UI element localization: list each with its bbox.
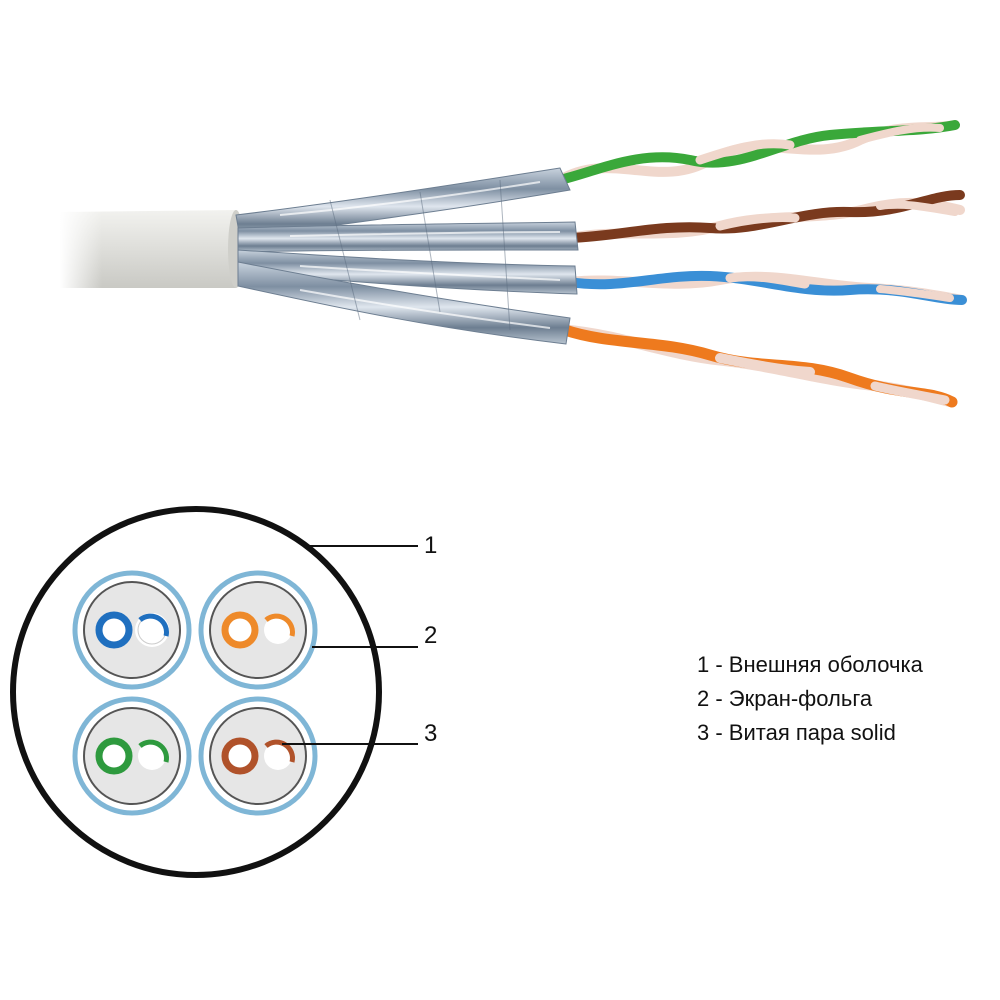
twisted-pair-blue: [565, 270, 967, 305]
legend-item-jacket: 1 - Внешняя оболочка: [697, 652, 923, 677]
foil-shield: [235, 167, 579, 345]
callout-number-1: 1: [424, 532, 438, 559]
cross-section-pair-blue: [72, 570, 192, 690]
cross-section: [10, 506, 382, 878]
legend-item-foil: 2 - Экран-фольга: [697, 686, 873, 711]
cross-section-jacket: [10, 506, 382, 878]
callout-number-2: 2: [424, 622, 438, 649]
cross-section-pair-brown: [198, 696, 318, 816]
twisted-pair-brown: [565, 190, 965, 243]
outer-jacket: [60, 205, 244, 295]
callout-number-3: 3: [424, 720, 438, 747]
legend-item-pair: 3 - Витая пара solid: [697, 720, 896, 745]
twisted-pair-green: [555, 120, 960, 185]
twisted-pair-orange: [559, 324, 958, 408]
cross-section-pair-orange: [198, 570, 318, 690]
cross-section-pair-green: [72, 696, 192, 816]
legend: 1 - Внешняя оболочка 2 - Экран-фольга 3 …: [697, 648, 923, 750]
